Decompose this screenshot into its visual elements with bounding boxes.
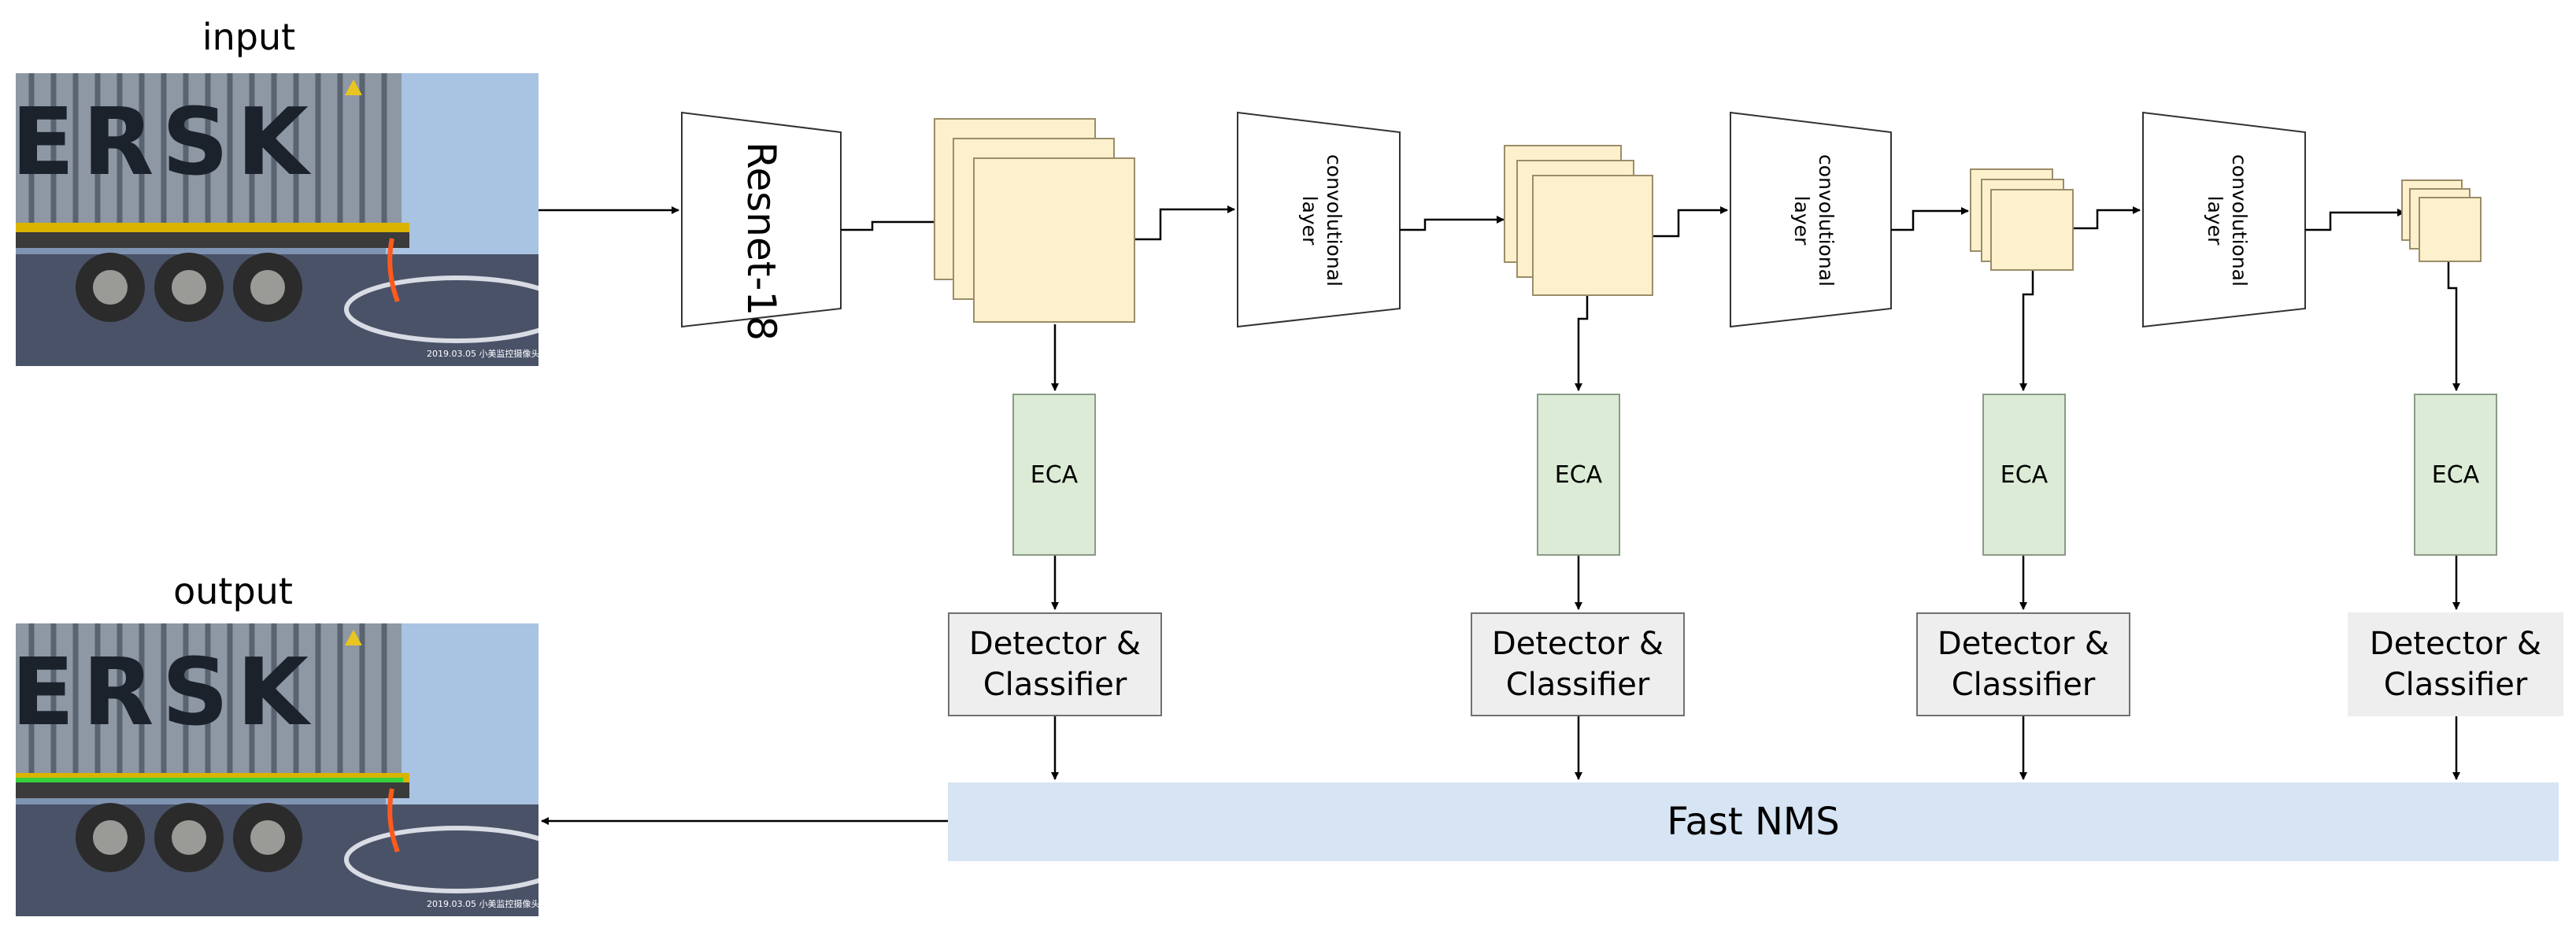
truck-photo-input: ERSK 2019.03.05 小美监控摄像头 — [16, 73, 539, 366]
eca-block-3: ECA — [1982, 394, 2066, 556]
conv-layer-3-line1: convolutional — [2228, 154, 2251, 287]
output-image: ERSK 2019.03.05 小美监控摄像头 — [16, 623, 539, 916]
arrow-fmap3-eca3 — [2019, 271, 2034, 391]
detector-classifier-2-line1: Detector & — [1491, 626, 1664, 662]
detector-classifier-3-line2: Classifier — [1951, 667, 2096, 703]
output-photo-caption: 2019.03.05 小美监控摄像头 — [427, 898, 539, 909]
detector-classifier-1: Detector & Classifier — [948, 612, 1162, 716]
arrow-fmap1-conv1 — [1135, 205, 1235, 241]
detector-classifier-4: Detector & Classifier — [2348, 612, 2563, 716]
feature-map — [1990, 189, 2074, 271]
detector-classifier-1-line1: Detector & — [968, 626, 1142, 662]
conv-layer-1-line2: layer — [1297, 195, 1321, 246]
detector-classifier-3: Detector & Classifier — [1916, 612, 2130, 716]
conv-layer-1-shape — [1237, 111, 1401, 328]
eca-block-2: ECA — [1537, 394, 1620, 556]
eca-block-4: ECA — [2414, 394, 2497, 556]
detector-classifier-3-line1: Detector & — [1937, 626, 2110, 662]
conv-layer-3-line2: layer — [2203, 195, 2226, 246]
truck-photo-output: ERSK 2019.03.05 小美监控摄像头 — [16, 623, 539, 916]
feature-map — [973, 157, 1135, 323]
arrow-fmap2-eca2 — [1575, 296, 1589, 391]
conv-layer-3-label: convolutional layer — [2197, 142, 2252, 299]
input-photo-caption: 2019.03.05 小美监控摄像头 — [427, 348, 539, 359]
input-image: ERSK 2019.03.05 小美监控摄像头 — [16, 73, 539, 366]
detector-classifier-4-line1: Detector & — [2369, 626, 2542, 662]
arrow-conv3-fmap4 — [2305, 209, 2405, 231]
resnet-block-shape — [681, 111, 842, 328]
output-label: output — [173, 570, 293, 612]
feature-map — [1532, 175, 1653, 296]
conv-layer-2-shape — [1730, 111, 1892, 328]
arrow-conv2-fmap3 — [1891, 207, 1969, 231]
feature-map — [2419, 197, 2482, 262]
conv-layer-2-line1: convolutional — [1815, 154, 1838, 287]
conv-layer-2-label: convolutional layer — [1783, 142, 1838, 299]
arrow-resnet-fmap1 — [841, 218, 953, 231]
container-lettering: ERSK — [16, 87, 316, 196]
detector-classifier-2: Detector & Classifier — [1471, 612, 1685, 716]
detector-classifier-4-line2: Classifier — [2383, 667, 2528, 703]
conv-layer-2-line2: layer — [1790, 195, 1813, 246]
detector-classifier-1-line2: Classifier — [983, 667, 1127, 703]
conv-layer-3-shape — [2142, 111, 2306, 328]
eca-block-1: ECA — [1012, 394, 1096, 556]
conv-layer-1-label: convolutional layer — [1291, 142, 1346, 299]
arrow-fmap2-conv2 — [1653, 206, 1728, 238]
arrow-fmap3-conv3 — [2074, 206, 2141, 230]
fast-nms-block: Fast NMS — [948, 782, 2559, 861]
arrow-fmap4-eca4 — [2447, 262, 2460, 391]
container-lettering-output: ERSK — [16, 638, 316, 746]
arrow-conv1-fmap2 — [1400, 216, 1505, 231]
input-label: input — [202, 16, 296, 58]
resnet-label: Resnet-18 — [738, 142, 784, 342]
conv-layer-1-line1: convolutional — [1323, 154, 1345, 287]
detector-classifier-2-line2: Classifier — [1505, 667, 1650, 703]
